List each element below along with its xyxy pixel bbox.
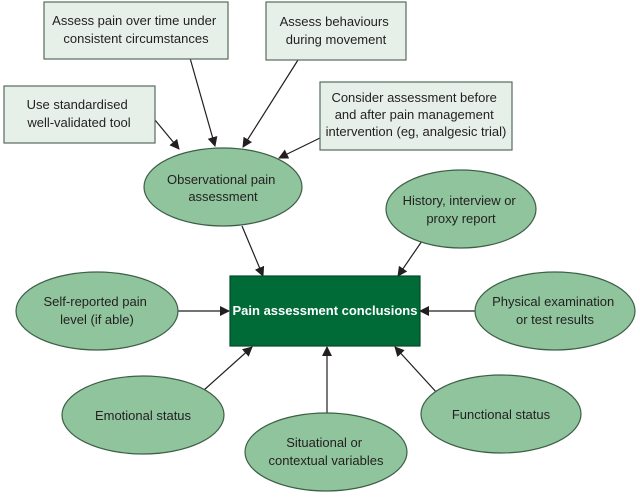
svg-text:Assess behaviours during: Assess behaviours during movement <box>280 14 393 47</box>
emotional-line-1: Emotional status <box>95 408 192 423</box>
svg-text:Use standardised well-va: Use standardised well-validated tool <box>26 97 131 130</box>
arrow-standardised-to-observational <box>154 119 180 150</box>
history-line-1: History, interview or <box>403 193 517 208</box>
svg-text:Self-reported pain level: Self-reported pain level (if able) <box>44 294 151 327</box>
self-reported-line-2: level (if able) <box>60 312 134 327</box>
arrow-history-to-main <box>397 240 423 277</box>
svg-text:Emotional status: Emotional status <box>95 408 192 423</box>
connectors <box>154 57 476 413</box>
box-consider-line-1: Consider assessment before <box>331 90 496 105</box>
main-conclusions-box: Pain assessment conclusions <box>229 275 421 347</box>
svg-text:Consider assessment before: Consider assessment before and after pai… <box>326 90 507 139</box>
observational-line-2: assessment <box>188 189 258 204</box>
ellipse-situational-variables: Situational or contextual variables <box>244 412 408 492</box>
box-consider-line-3: intervention (eg, analgesic trial) <box>326 124 507 139</box>
box-standardised-line-1: Use standardised <box>27 97 128 112</box>
svg-text:Situational or contextua: Situational or contextual variables <box>269 435 384 468</box>
box-behaviours-line-2: during movement <box>286 32 387 47</box>
physical-line-2: or test results <box>516 312 595 327</box>
physical-line-1: Physical examination <box>492 294 614 309</box>
arrow-consider-to-observational <box>278 137 321 159</box>
ellipse-functional-status: Functional status <box>420 374 582 454</box>
self-reported-line-1: Self-reported pain <box>44 294 147 309</box>
box-standardised-tool: Use standardised well-validated tool <box>3 85 156 144</box>
arrow-observational-to-main <box>241 225 265 277</box>
box-consider-line-2: and after pain management <box>335 107 494 122</box>
svg-text:Assess pain over time under: Assess pain over time under consistent c… <box>52 13 220 46</box>
functional-line-1: Functional status <box>452 407 551 422</box>
box-standardised-line-2: well-validated tool <box>26 115 130 130</box>
svg-text:Functional status: Functional status <box>452 407 551 422</box>
ellipse-observational-pain: Observational pain assessment <box>143 147 303 227</box>
ellipse-physical-examination: Physical examination or test results <box>474 271 636 351</box>
arrow-functional-to-main <box>394 346 439 395</box>
box-consistent-line-1: Assess pain over time under <box>52 13 217 28</box>
ellipse-emotional-status: Emotional status <box>61 375 225 455</box>
arrow-emotional-to-main <box>203 346 253 391</box>
situational-line-1: Situational or <box>286 435 363 450</box>
arrow-consistent-to-observational <box>189 57 218 147</box>
box-consistent-line-2: consistent circumstances <box>63 31 209 46</box>
svg-text:History, interview or pr: History, interview or proxy report <box>403 193 520 226</box>
observational-line-1: Observational pain <box>167 172 275 187</box>
box-consider-assessment: Consider assessment before and after pai… <box>319 81 513 151</box>
box-behaviours-line-1: Assess behaviours <box>280 14 390 29</box>
svg-text:Observational pain asses: Observational pain assessment <box>167 172 279 204</box>
history-line-2: proxy report <box>426 211 496 226</box>
box-consistent-circumstances: Assess pain over time under consistent c… <box>43 1 229 60</box>
svg-text:Physical examination or: Physical examination or test results <box>492 294 618 327</box>
svg-text:Pain assessment conclusions: Pain assessment conclusions <box>233 303 418 318</box>
main-conclusions-label: Pain assessment conclusions <box>233 303 418 318</box>
ellipse-history-interview: History, interview or proxy report <box>385 169 537 249</box>
ellipse-self-reported: Self-reported pain level (if able) <box>15 271 179 351</box>
arrow-behaviours-to-observational <box>242 59 299 148</box>
box-assess-behaviours: Assess behaviours during movement <box>265 1 407 61</box>
situational-line-2: contextual variables <box>269 453 384 468</box>
